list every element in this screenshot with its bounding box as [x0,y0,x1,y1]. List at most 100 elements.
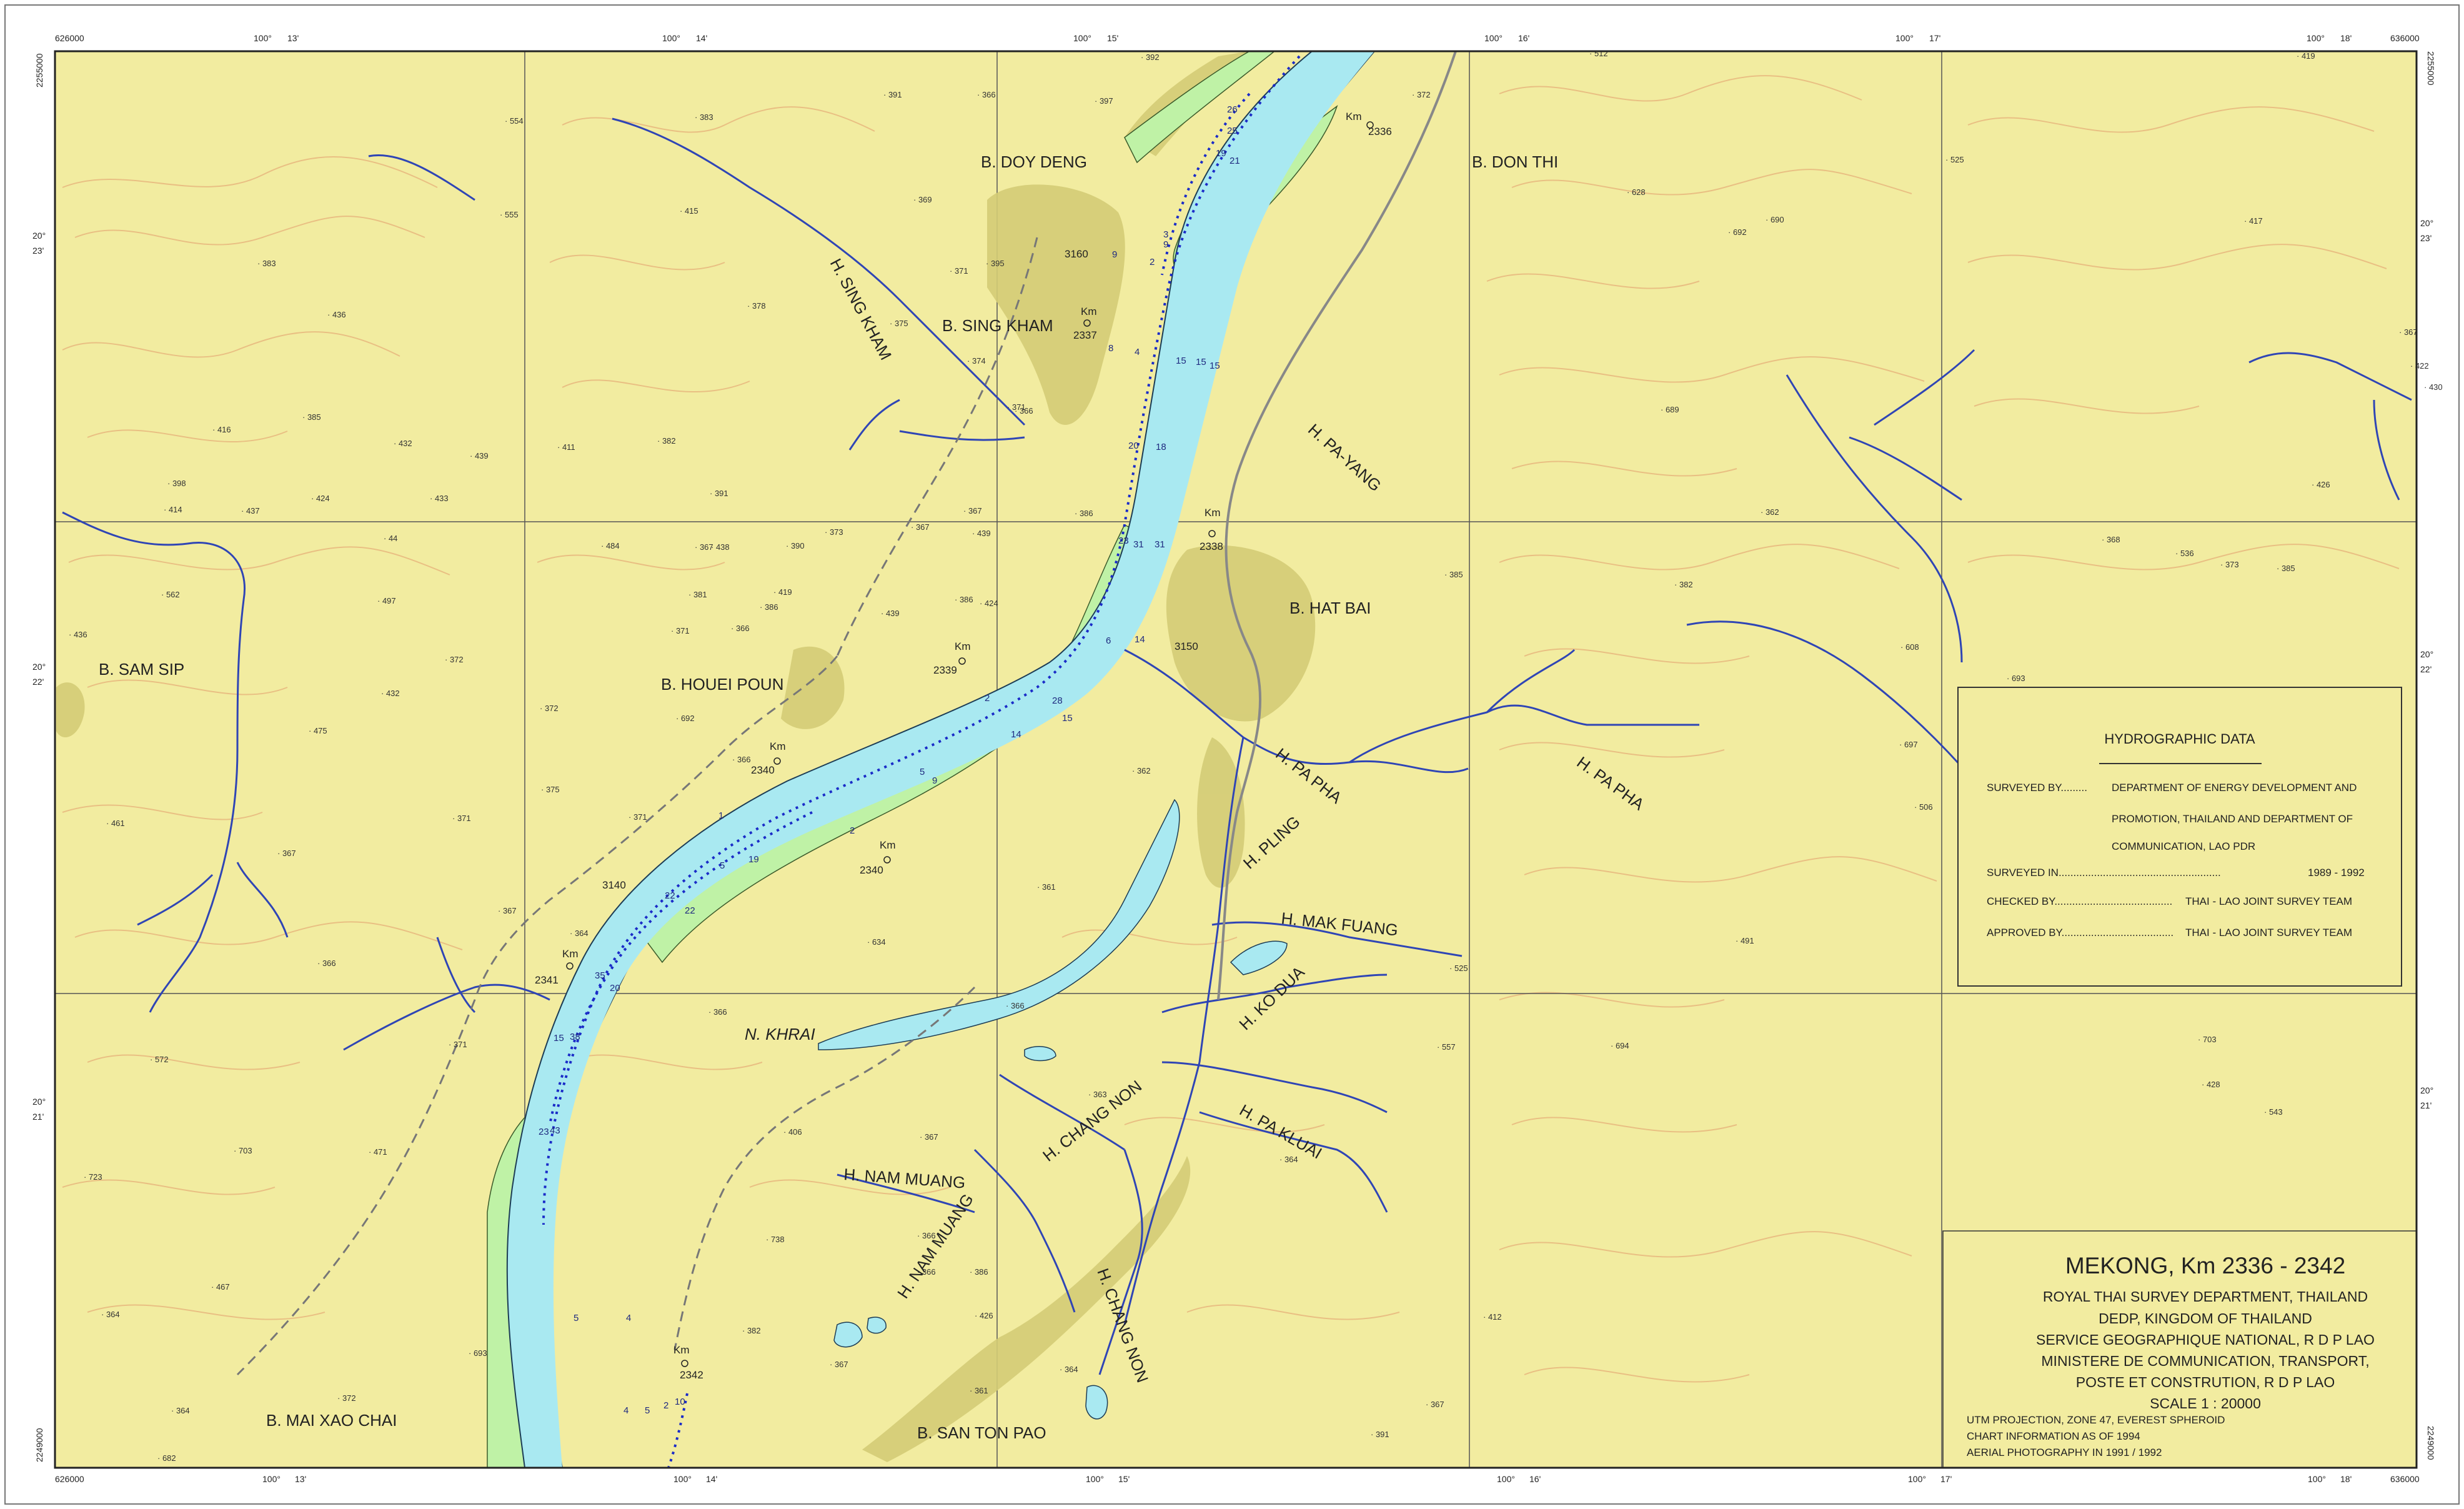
depth-sounding: 9 [932,775,937,786]
depth-sounding: 5 [574,1313,579,1323]
depth-sounding: 20 [610,983,620,994]
easting-left-top: 626000 [55,33,84,43]
lon-min-bottom-15: 15' [1118,1474,1130,1484]
spot-height: · 419 [2297,51,2315,61]
spot-height: · 390 [786,541,805,550]
spot-height: · 692 [1728,227,1747,237]
approved-by-value: THAI - LAO JOINT SURVEY TEAM [2185,927,2352,939]
spot-height: · 367 [2399,327,2418,337]
spot-height: · 723 [84,1172,102,1182]
depth-sounding: 5 [720,860,725,871]
depth-sounding: 31 [1155,539,1165,550]
depth-sounding: 2 [1150,257,1155,267]
spot-height: · 426 [2312,480,2330,489]
depth-sounding: 23 [1118,535,1129,546]
lat-min-right-23: 23' [2420,233,2432,243]
spot-height: · 439 [881,609,900,618]
spot-height: · 386 [760,602,778,612]
spot-height: · 374 [967,356,986,366]
spot-height: · 738 [766,1235,785,1244]
spot-height: · 367 [963,506,982,515]
spot-height: · 367 [920,1132,938,1142]
spot-height: · 438 [711,542,730,552]
km-value: 2336 [1368,126,1392,137]
top-margin-labels: 626000 636000 100° 13' 100° 14' 100° 15'… [55,33,2420,43]
spot-height: · 361 [970,1386,988,1395]
spot-height: · 411 [557,442,575,452]
spot-height: · 693 [2007,674,2025,683]
depth-sounding: 28 [1052,695,1063,706]
surveyed-by-label: SURVEYED BY......... [1987,782,2087,794]
spot-height: · 386 [1075,509,1093,518]
spot-height: · 439 [470,451,489,461]
km-value: 2340 [751,764,775,776]
credit-line-2: DEDP, KINGDOM OF THAILAND [2099,1310,2312,1327]
km-value: 2341 [535,974,559,986]
depth-sounding: 22 [685,905,695,916]
depth-sounding: 15 [554,1033,564,1043]
surveyed-in-value: 1989 - 1992 [2308,867,2365,879]
spot-height: · 371 [671,626,690,635]
spot-height: · 375 [541,785,560,794]
easting-right-bottom: 636000 [2390,1474,2420,1484]
spot-height: · 433 [430,494,449,503]
depth-sounding: 14 [1011,729,1021,740]
lon-deg-top-14: 100° [662,33,680,43]
depth-sounding: 19 [748,854,759,865]
title-block-frame [1942,1230,2417,1468]
spot-height: · 391 [883,90,902,99]
northing-right-bottom: 2249000 [2426,1426,2436,1460]
spot-height: · 692 [676,714,695,723]
depth-sounding: 10 [675,1397,685,1407]
depth-sounding: 6 [1106,635,1111,646]
surveyed-by-line-3: COMMUNICATION, LAO PDR [2112,840,2255,852]
km-marker-2340-right: Km 2340 [860,839,896,876]
spot-height: · 367 [498,906,517,915]
spot-height: · 44 [384,534,397,543]
km-label: Km [770,740,786,752]
spot-height: · 366 [1015,406,1033,416]
depth-sounding: 19 [1216,148,1226,159]
lat-min-left-22: 22' [32,677,44,687]
spot-height: · 406 [783,1127,802,1137]
lon-deg-top-16: 100° [1484,33,1503,43]
km-marker-2341: Km 2341 [535,948,579,986]
spot-height: · 366 [317,959,336,968]
spot-height: · 424 [311,494,330,503]
km-value: 2338 [1200,540,1223,552]
spot-height: · 682 [157,1453,176,1463]
depth-sounding: 1 [718,810,723,821]
spot-height: · 417 [2244,216,2263,226]
depth-sounding: 18 [1156,442,1166,452]
spot-height: · 366 [1006,1001,1025,1010]
lon-min-top-18: 18' [2340,33,2352,43]
spot-height: · 373 [2220,560,2239,569]
spot-height: · 703 [2198,1035,2217,1044]
km-label: Km [955,640,971,652]
lat-deg-left-21: 20° [32,1097,46,1107]
surveyed-in-label: SURVEYED IN.............................… [1987,867,2221,879]
reference-number: 3140 [602,879,626,891]
spot-height: · 367 [830,1360,848,1369]
spot-height: · 371 [452,814,471,823]
spot-height: · 372 [337,1393,356,1403]
spot-height: · 525 [1945,155,1964,164]
spot-height: · 371 [950,266,968,276]
km-marker-2342: Km 2342 [673,1344,703,1381]
spot-height: · 366 [731,624,750,633]
lon-deg-bottom-13: 100° [262,1474,281,1484]
ponds [818,799,1288,1420]
spot-height: · 385 [2277,564,2295,573]
spot-height: · 391 [1371,1430,1389,1439]
note-chart-info: CHART INFORMATION AS OF 1994 [1967,1430,2140,1442]
spot-height: · 555 [500,210,519,219]
depth-sounding: 15 [1210,361,1220,371]
spot-height: · 385 [1444,570,1463,579]
spot-height: · 430 [2424,382,2443,392]
hydrographic-box-frame [1957,687,2402,987]
map-title: MEKONG, Km 2336 - 2342 [2065,1253,2345,1278]
spot-height: · 703 [234,1146,252,1155]
place-b-sing-kham: B. SING KHAM [942,316,1053,335]
spot-height: · 428 [2202,1080,2220,1089]
